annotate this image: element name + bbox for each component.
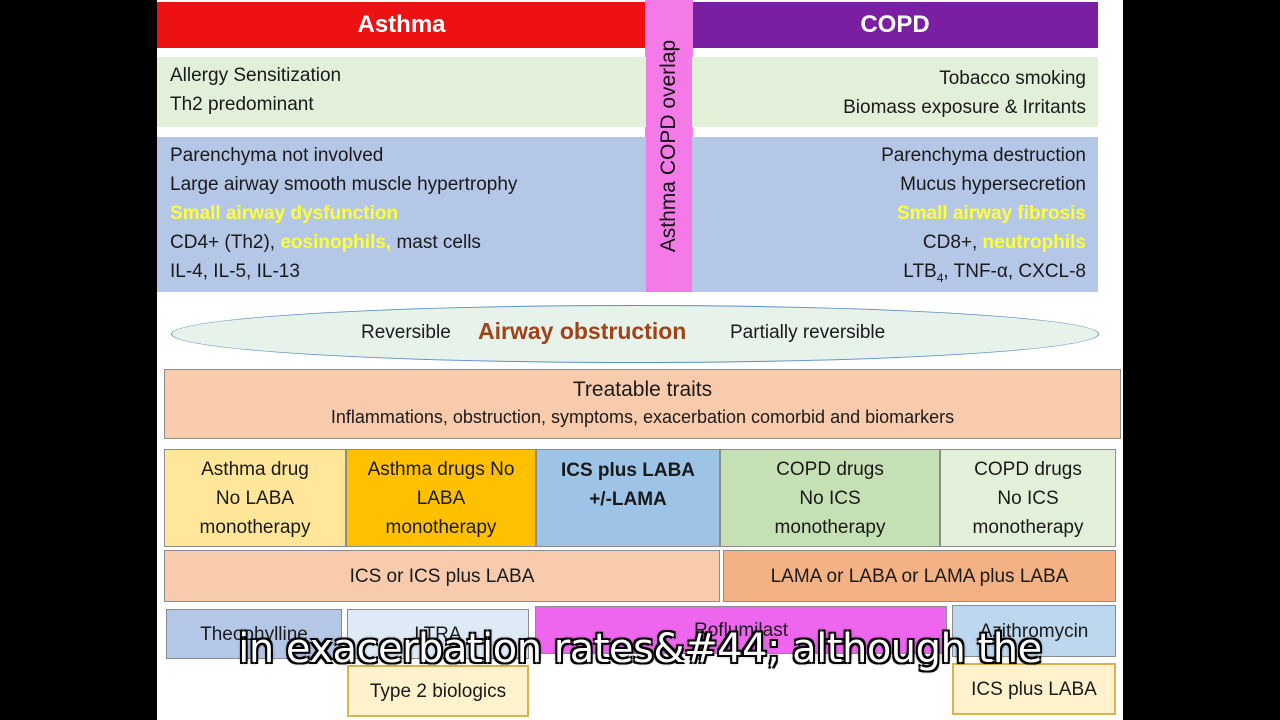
asthma-path-3: Small airway dysfunction	[170, 203, 399, 224]
copd-cd8: CD8+,	[922, 232, 983, 253]
asthma-risk-2: Th2 predominant	[170, 94, 314, 115]
drug-class-2-line-1: Asthma drugs No	[367, 458, 515, 480]
drug-class-3-line-2: +/-LAMA	[589, 489, 667, 510]
addon-theophylline: Theophylline	[166, 609, 342, 659]
obstruction-ellipse	[171, 305, 1099, 363]
treatable-traits-box: Treatable traits Inflammations, obstruct…	[164, 369, 1121, 439]
addon-ltra: LTRA	[347, 609, 529, 659]
copd-path-5: LTB4, TNF-α, CXCL-8	[692, 257, 1086, 293]
asthma-mast-cells: mast cells	[396, 232, 481, 253]
copd-neutrophils: neutrophils	[982, 232, 1086, 253]
asthma-path-4: CD4+ (Th2), eosinophils, mast cells	[170, 228, 646, 257]
copd-risk-box: Tobacco smoking Biomass exposure & Irrit…	[692, 57, 1098, 127]
addon-ics-plus-laba: ICS plus LABA	[952, 663, 1116, 715]
copd-ltb-subscript: 4	[936, 270, 944, 285]
asthma-risk-1: Allergy Sensitization	[170, 65, 342, 86]
drug-class-ics-laba: ICS plus LABA +/-LAMA	[536, 449, 720, 547]
traits-subtitle: Inflammations, obstruction, symptoms, ex…	[330, 407, 955, 427]
asthma-pathology-box: Parenchyma not involved Large airway smo…	[157, 137, 646, 292]
drug-class-5-line-2: No ICS	[997, 487, 1059, 509]
diagram-slide: Asthma COPD Asthma COPD overlap Allergy …	[157, 0, 1123, 720]
drug-class-1-line-3: monotherapy	[199, 516, 311, 538]
drug-class-1-line-2: No LABA	[215, 487, 295, 509]
obstruction-title: Airway obstruction	[478, 318, 687, 344]
asthma-risk-box: Allergy Sensitization Th2 predominant	[157, 57, 646, 127]
copd-header: COPD	[692, 2, 1098, 48]
asthma-cd4: CD4+ (Th2),	[170, 232, 281, 253]
drug-class-4-line-2: No ICS	[799, 487, 861, 509]
drug-class-3-line-1: ICS plus LABA	[560, 460, 696, 481]
drug-class-2-line-3: monotherapy	[385, 516, 497, 538]
copd-path-1: Parenchyma destruction	[881, 145, 1086, 166]
addon-azithromycin: Azithromycin	[952, 605, 1116, 657]
drug-class-copd-no-ics-2: COPD drugs No ICS monotherapy	[940, 449, 1116, 547]
drug-class-asthma-no-laba: Asthma drug No LABA monotherapy	[164, 449, 346, 547]
addon-type2-biologics: Type 2 biologics	[347, 665, 529, 717]
copd-ltb: LTB	[903, 261, 937, 282]
drug-class-4-line-3: monotherapy	[774, 516, 886, 538]
copd-risk-1: Tobacco smoking	[939, 68, 1086, 89]
drug-class-5-line-3: monotherapy	[972, 516, 1084, 538]
asthma-path-2: Large airway smooth muscle hypertrophy	[170, 174, 518, 195]
drug-class-copd-no-ics-1: COPD drugs No ICS monotherapy	[720, 449, 940, 547]
copd-cytokines: , TNF-α, CXCL-8	[943, 261, 1086, 282]
drug-class-asthma-drugs-no-laba: Asthma drugs No LABA monotherapy	[346, 449, 536, 547]
asthma-eosinophils: eosinophils,	[280, 232, 397, 253]
asthma-path-1: Parenchyma not involved	[170, 145, 384, 166]
asthma-path-5: IL-4, IL-5, IL-13	[170, 261, 300, 282]
obstruction-partial: Partially reversible	[730, 322, 886, 343]
copd-path-3: Small airway fibrosis	[896, 203, 1086, 224]
drug-class-5-line-1: COPD drugs	[974, 458, 1082, 480]
therapy-lama-laba: LAMA or LABA or LAMA plus LABA	[723, 550, 1116, 602]
copd-path-4: CD8+, neutrophils	[692, 228, 1086, 257]
traits-title: Treatable traits	[572, 378, 713, 401]
therapy-ics-laba: ICS or ICS plus LABA	[164, 550, 720, 602]
overlap-label: Asthma COPD overlap	[657, 39, 680, 253]
drug-class-2-line-2: LABA	[416, 487, 466, 509]
drug-class-4-line-1: COPD drugs	[776, 458, 884, 480]
overlap-band: Asthma COPD overlap	[645, 0, 693, 292]
copd-risk-2: Biomass exposure & Irritants	[843, 97, 1086, 118]
addon-roflumilast: Roflumilast	[535, 606, 947, 654]
video-caption: in exacerbation rates&#44; although the	[238, 626, 1042, 672]
obstruction-reversible: Reversible	[361, 322, 451, 343]
drug-class-1-line-1: Asthma drug	[201, 458, 309, 480]
copd-pathology-box: Parenchyma destruction Mucus hypersecret…	[692, 137, 1098, 292]
copd-path-2: Mucus hypersecretion	[900, 174, 1086, 195]
asthma-header: Asthma	[157, 2, 646, 48]
